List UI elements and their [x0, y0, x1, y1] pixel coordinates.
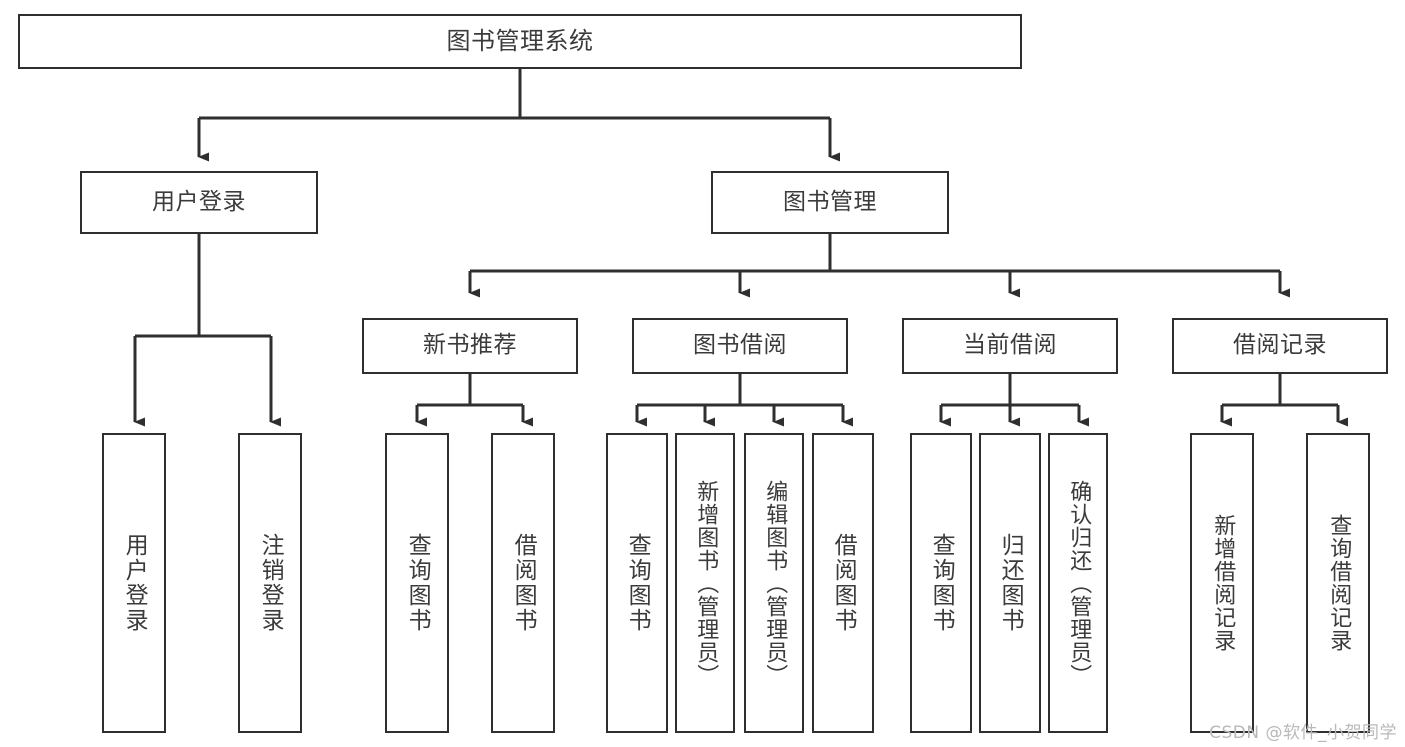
leaf-query-borrow-record[interactable]: 查询借阅记录: [1306, 433, 1370, 733]
node-new-book-recommend[interactable]: 新书推荐: [362, 318, 578, 374]
node-label: 归还图书: [997, 533, 1024, 633]
leaf-logout[interactable]: 注销登录: [238, 433, 302, 733]
node-label: 查询图书: [404, 533, 431, 633]
node-label: 查询图书: [928, 533, 955, 633]
node-label: 注销登录: [257, 533, 284, 633]
leaf-query-book-recommend[interactable]: 查询图书: [385, 433, 449, 733]
node-label: 新增借阅记录: [1210, 514, 1236, 652]
leaf-return-book[interactable]: 归还图书: [979, 433, 1041, 733]
csdn-watermark: CSDN @软件_小贺同学: [1209, 723, 1397, 743]
node-book-borrow[interactable]: 图书借阅: [632, 318, 848, 374]
node-user-login[interactable]: 用户登录: [80, 171, 318, 234]
node-label: 确认归还（管理员）: [1066, 479, 1092, 687]
node-current-borrow[interactable]: 当前借阅: [902, 318, 1118, 374]
leaf-borrow-book-borrow[interactable]: 借阅图书: [812, 433, 874, 733]
leaf-add-book[interactable]: 新增图书（管理员）: [675, 433, 735, 733]
leaf-borrow-book-recommend[interactable]: 借阅图书: [491, 433, 555, 733]
node-label: 借阅记录: [1233, 332, 1327, 359]
leaf-query-book-current[interactable]: 查询图书: [910, 433, 972, 733]
leaf-confirm-return[interactable]: 确认归还（管理员）: [1048, 433, 1108, 733]
node-label: 查询借阅记录: [1326, 514, 1352, 652]
leaf-edit-book[interactable]: 编辑图书（管理员）: [744, 433, 804, 733]
node-label: 借阅图书: [510, 533, 537, 633]
leaf-query-book-borrow[interactable]: 查询图书: [606, 433, 668, 733]
leaf-add-borrow-record[interactable]: 新增借阅记录: [1190, 433, 1254, 733]
node-root-system[interactable]: 图书管理系统: [18, 14, 1022, 69]
node-label: 图书借阅: [693, 332, 787, 359]
node-label: 编辑图书（管理员）: [762, 479, 788, 687]
node-label: 当前借阅: [963, 332, 1057, 359]
node-label: 新书推荐: [423, 332, 517, 359]
leaf-user-login[interactable]: 用户登录: [102, 433, 166, 733]
node-borrow-record[interactable]: 借阅记录: [1172, 318, 1388, 374]
node-label: 图书管理: [783, 188, 877, 215]
node-label: 用户登录: [152, 188, 246, 215]
node-label: 查询图书: [624, 533, 651, 633]
node-book-manage[interactable]: 图书管理: [711, 171, 949, 234]
node-label: 新增图书（管理员）: [693, 479, 719, 687]
node-label: 图书管理系统: [446, 27, 594, 56]
node-label: 用户登录: [121, 533, 148, 633]
node-label: 借阅图书: [830, 533, 857, 633]
